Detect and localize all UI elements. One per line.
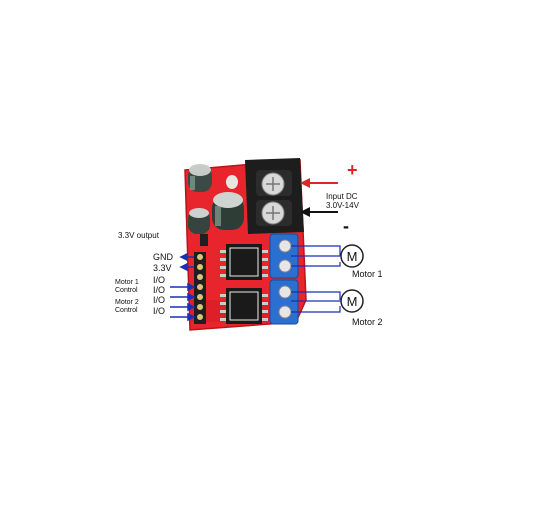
capacitor-top [188,164,212,192]
plus-sign: + [347,160,358,180]
motor2-terminal [269,279,299,325]
motor1-control-line1: Motor 1 [115,279,139,286]
input-label-line2: 3.0V-14V [326,201,360,210]
motor1-wiring [291,245,341,267]
motor1-control-line2: Control [115,287,138,294]
pin-label-io4: I/O [153,306,165,316]
capacitor-small [188,208,210,234]
pin-label-io3: I/O [153,295,165,305]
chip-1 [220,244,268,280]
pin-arrows [170,252,196,322]
pin-label-io2: I/O [153,285,165,295]
motor1-symbol-letter: M [347,249,358,264]
minus-sign: - [343,216,349,236]
power-terminal [245,158,304,234]
motor1-label: Motor 1 [352,269,383,279]
output-label: 3.3V output [118,231,160,240]
input-label-line1: Input DC [326,192,358,201]
motor2-symbol-letter: M [347,294,358,309]
chip-2 [220,288,268,324]
diode [200,234,208,246]
led-indicator [226,175,238,189]
pin-label-io1: I/O [153,275,165,285]
motor2-control-line1: Motor 2 [115,299,139,306]
pin-header [194,252,206,324]
plus-arrow [300,178,338,188]
motor1-terminal [269,233,299,279]
motor2-wiring [291,291,341,313]
pin-label-3v3: 3.3V [153,263,172,273]
capacitor-middle [212,192,244,230]
minus-arrow [300,207,338,217]
pin-label-gnd: GND [153,252,174,262]
motor2-control-line2: Control [115,307,138,314]
motor2-label: Motor 2 [352,317,383,327]
